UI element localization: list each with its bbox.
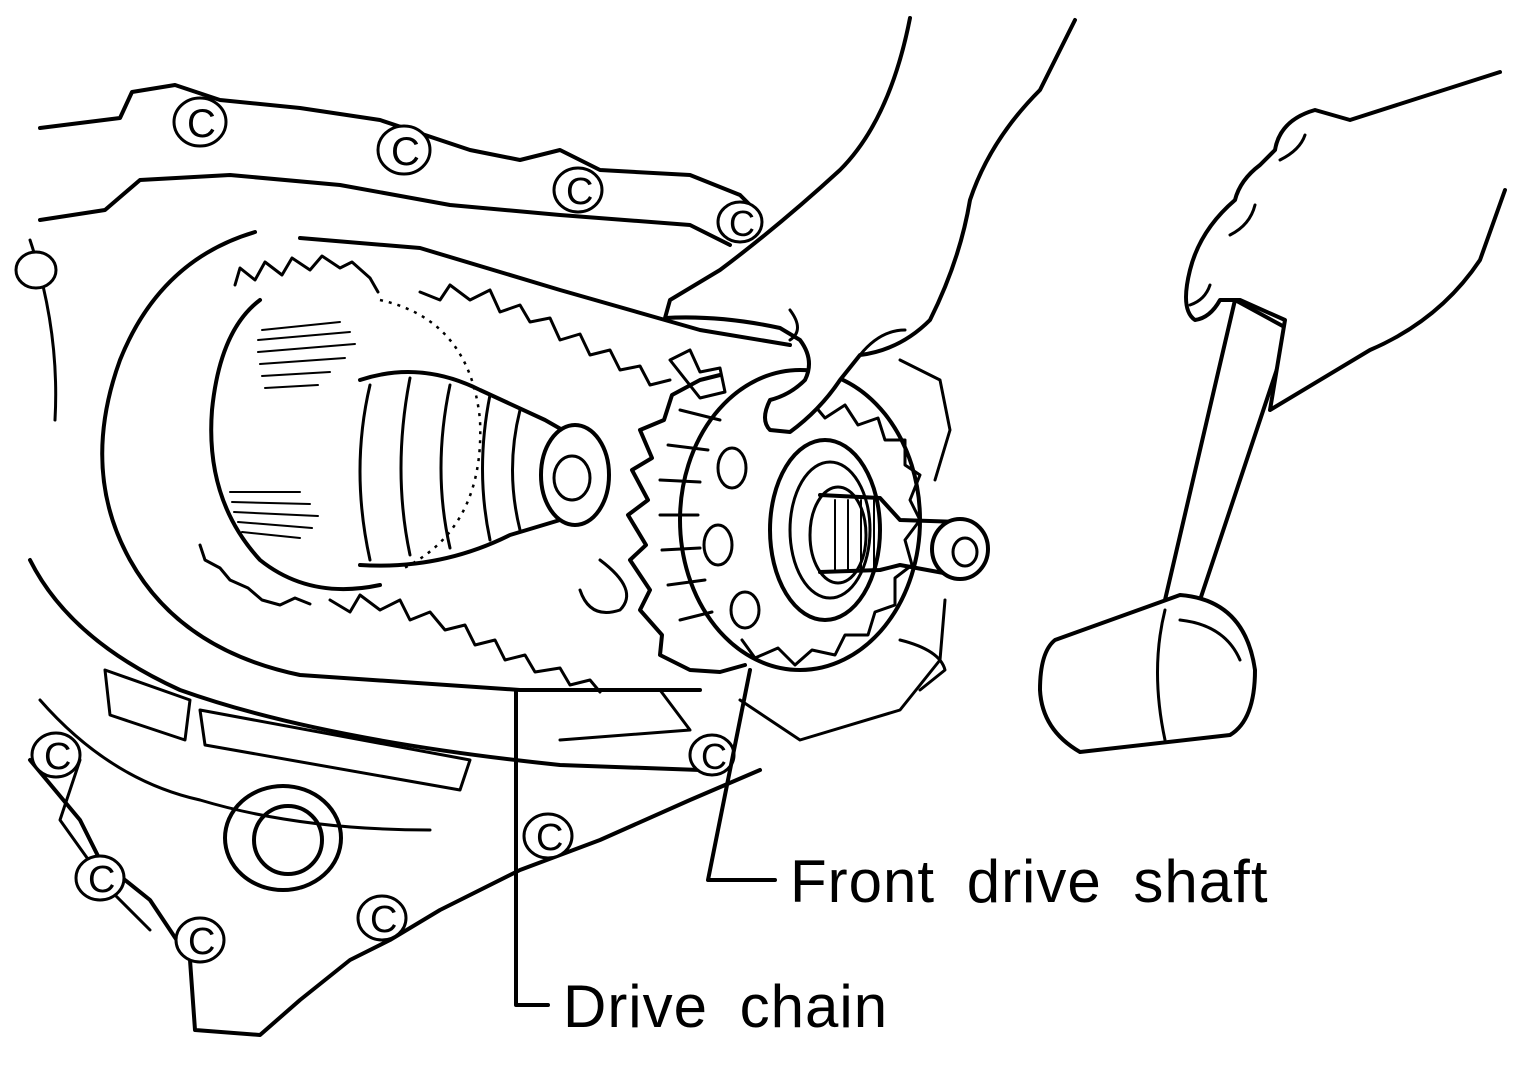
svg-text:C: C: [566, 171, 594, 213]
hand: [663, 16, 1077, 434]
drive-chain: [100, 230, 792, 694]
case-boss: [223, 784, 343, 892]
bolt-hole: C: [716, 200, 764, 244]
bolt-hole: [14, 250, 58, 290]
svg-text:C: C: [729, 203, 756, 244]
bolt-hole: C: [522, 812, 574, 860]
bolt-hole: C: [174, 916, 226, 964]
front-drive-sprocket: [626, 348, 922, 674]
svg-text:C: C: [188, 921, 216, 963]
bolt-hole: C: [172, 96, 228, 148]
flange-bolt-holes: C C C C C C C C C C: [14, 96, 764, 964]
svg-text:C: C: [391, 130, 421, 174]
front-drive-shaft: [818, 493, 990, 581]
callout-front-drive-shaft: Front drive shaft: [706, 668, 1269, 915]
output-shaft: [209, 298, 611, 592]
svg-text:C: C: [88, 859, 116, 901]
bolt-hole: C: [30, 731, 82, 779]
svg-text:C: C: [370, 899, 398, 941]
bolt-hole: C: [552, 166, 604, 214]
front-drive-shaft-label: Front drive shaft: [790, 848, 1269, 915]
bolt-hole: C: [688, 733, 736, 777]
svg-text:C: C: [187, 102, 217, 146]
svg-text:C: C: [701, 736, 728, 777]
svg-text:C: C: [536, 817, 564, 859]
svg-text:C: C: [44, 736, 72, 778]
drive-chain-label: Drive chain: [563, 973, 888, 1040]
spline-hatch: [229, 321, 356, 539]
bolt-hole: C: [376, 124, 432, 176]
bolt-hole: C: [74, 854, 126, 902]
callout-drive-chain: Drive chain: [514, 688, 888, 1040]
right-hand: [1184, 70, 1507, 412]
hammer: [1038, 298, 1292, 754]
bolt-hole: C: [356, 894, 408, 942]
